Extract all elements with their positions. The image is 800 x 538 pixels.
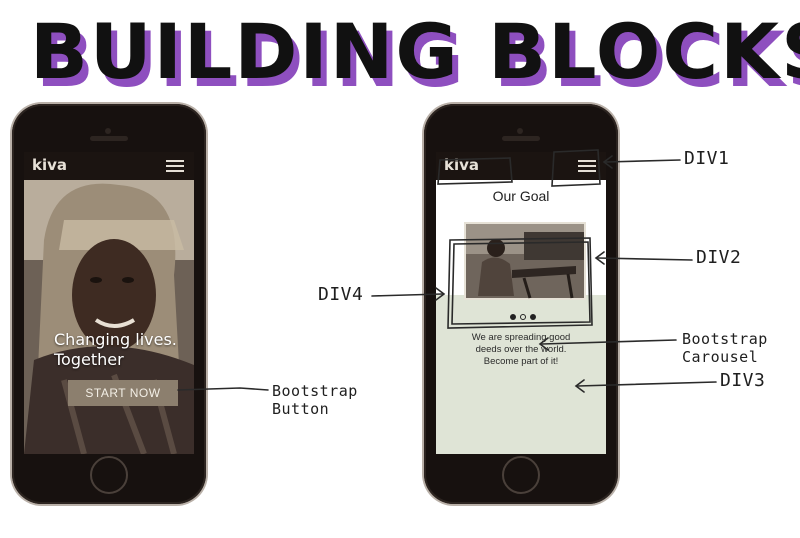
title-graphic: BUILDING BLOCKS BUILDING BLOCKS xyxy=(30,7,800,100)
carousel-dot-active[interactable] xyxy=(510,314,516,320)
hamburger-menu-icon[interactable] xyxy=(166,160,184,172)
home-button-icon[interactable] xyxy=(90,456,128,494)
arrow-bootstrap-button xyxy=(177,387,269,391)
phone-left: kiva Changing lives. Together START NOW xyxy=(12,104,206,504)
camera-icon xyxy=(517,128,523,134)
section-title: Our Goal xyxy=(492,188,550,204)
title: BUILDING BLOCKS BUILDING BLOCKS xyxy=(0,0,800,100)
title-accent-shadow: BUILDING BLOCKS xyxy=(36,15,800,100)
start-now-button[interactable]: START NOW xyxy=(68,380,178,406)
arrow-div3 xyxy=(577,381,717,387)
carousel-dot[interactable] xyxy=(530,314,536,320)
carousel-image[interactable] xyxy=(464,222,586,300)
hero-headline: Changing lives. Together xyxy=(54,330,194,370)
goal-section: Our Goal We are spreading good deeds ove… xyxy=(436,180,606,454)
goal-description-line-2: deeds over the world. xyxy=(475,344,567,355)
camera-icon xyxy=(105,128,111,134)
arrow-div2 xyxy=(597,257,693,261)
navbar: kiva xyxy=(24,152,194,180)
goal-description: We are spreading good deeds over the wor… xyxy=(452,332,590,368)
annotation-div1: DIV1 xyxy=(684,148,730,169)
annotation-div4: DIV4 xyxy=(318,284,364,305)
speaker-grille xyxy=(90,136,128,141)
box-div1-brand xyxy=(437,157,513,185)
hero-image: Changing lives. Together START NOW xyxy=(24,180,194,454)
arrow-carousel xyxy=(541,339,677,345)
phone-right-screen: kiva Our Goal We are spreadi xyxy=(436,152,606,454)
arrow-div1 xyxy=(605,159,681,163)
annotation-bootstrap-button: Bootstrap Button xyxy=(272,382,358,418)
carousel-dot[interactable] xyxy=(520,314,526,320)
hamburger-menu-icon[interactable] xyxy=(578,160,596,172)
title-text: BUILDING BLOCKS xyxy=(30,7,800,96)
hero-headline-line-2: Together xyxy=(54,350,124,369)
annotation-div3: DIV3 xyxy=(720,370,766,391)
phone-right: kiva Our Goal We are spreadi xyxy=(424,104,618,504)
carousel-indicators xyxy=(510,314,540,322)
brand-logo[interactable]: kiva xyxy=(32,156,68,174)
arrow-div4 xyxy=(371,293,443,297)
annotation-div2: DIV2 xyxy=(696,247,742,268)
phone-left-screen: kiva Changing lives. Together START NOW xyxy=(24,152,194,454)
navbar: kiva xyxy=(436,152,606,180)
annotation-bootstrap-carousel: Bootstrap Carousel xyxy=(682,330,768,366)
speaker-grille xyxy=(502,136,540,141)
hero-headline-line-1: Changing lives. xyxy=(54,330,177,349)
goal-description-line-1: We are spreading good xyxy=(471,332,571,343)
goal-description-line-3: Become part of it! xyxy=(483,356,559,367)
home-button-icon[interactable] xyxy=(502,456,540,494)
box-div2 xyxy=(447,237,593,329)
brand-logo[interactable]: kiva xyxy=(444,156,480,174)
box-div1-menu xyxy=(551,149,601,187)
